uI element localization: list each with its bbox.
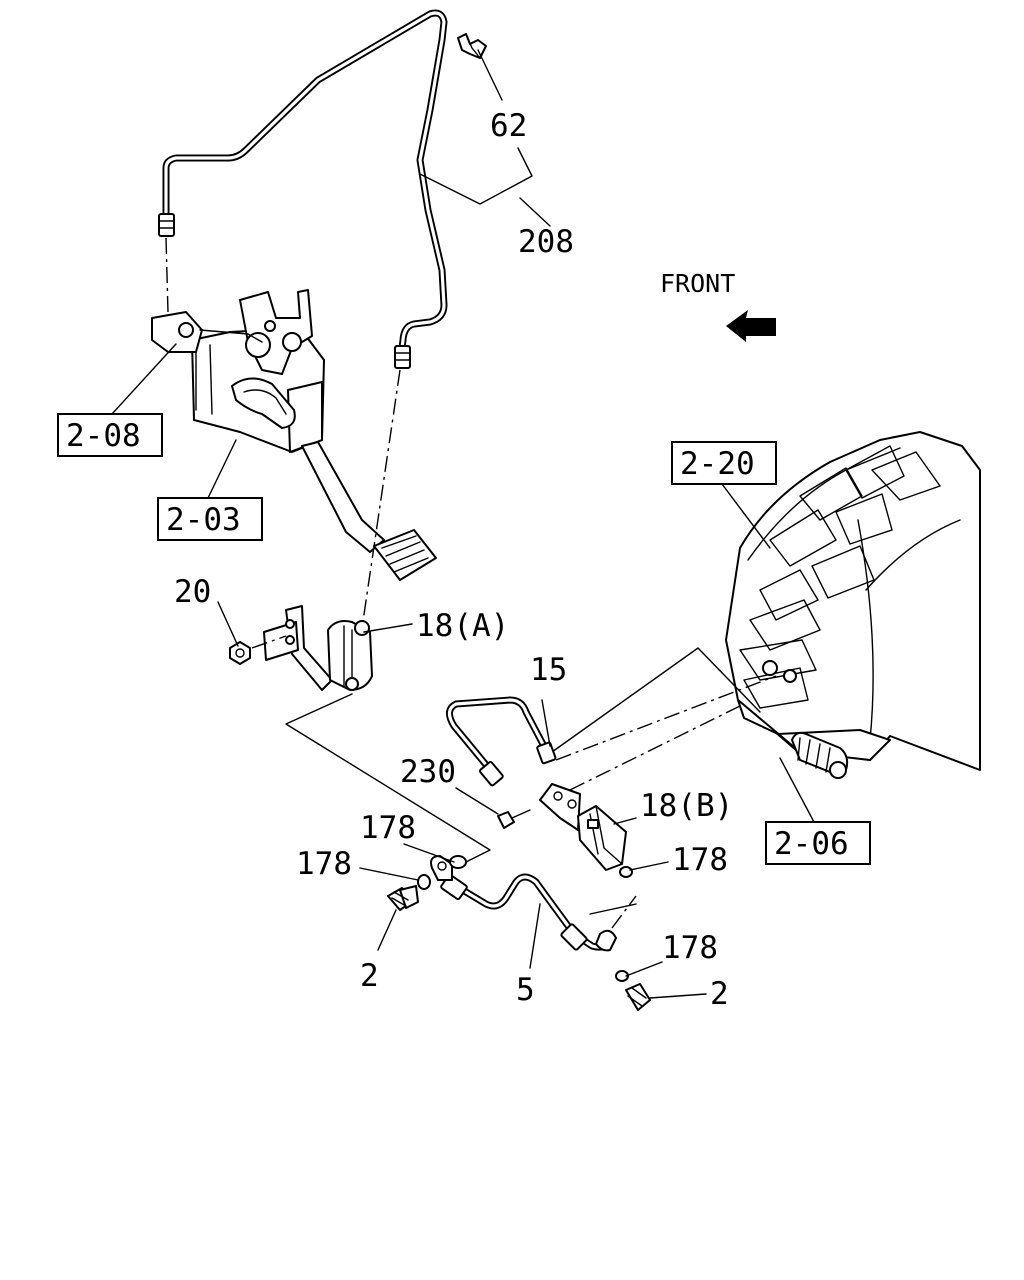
clutch-damper-18b xyxy=(577,805,627,871)
reference-box-2-20: 2-20 xyxy=(671,441,777,485)
callout-15: 15 xyxy=(530,652,567,688)
connect-line-pipe-housing xyxy=(555,675,777,761)
gasket-178-left xyxy=(417,874,431,890)
callout-230: 230 xyxy=(400,754,456,790)
bolt-230 xyxy=(497,809,531,829)
transmission-housing xyxy=(725,431,981,771)
gasket-178-upper xyxy=(449,855,467,869)
union-bolt-2-right xyxy=(625,983,651,1011)
callout-2-left: 2 xyxy=(360,958,379,994)
reference-2-03: 2-03 xyxy=(166,502,241,538)
callout-18a: 18(A) xyxy=(416,608,509,644)
gasket-178-right xyxy=(619,866,633,878)
callout-62: 62 xyxy=(490,108,527,144)
gasket-178-lower xyxy=(615,970,629,982)
master-cylinder-18a xyxy=(263,605,373,691)
front-label: FRONT xyxy=(660,269,735,298)
reference-2-08: 2-08 xyxy=(66,418,141,454)
slave-cylinder xyxy=(791,731,849,779)
front-arrow-icon xyxy=(726,310,776,342)
reference-box-2-08: 2-08 xyxy=(57,413,163,457)
connect-line-18a-to-fitting xyxy=(285,693,491,863)
callout-178-lower: 178 xyxy=(662,930,718,966)
callout-208: 208 xyxy=(518,224,574,260)
callout-labels: 62 208 20 18(A) 15 230 18(B) 178 178 178… xyxy=(174,108,733,1012)
clutch-pipe-5 xyxy=(440,873,617,952)
callout-178-left: 178 xyxy=(296,846,352,882)
connect-line-pipe5-damper-2 xyxy=(589,903,637,915)
connect-line-pipe5-damper xyxy=(611,895,637,929)
reference-2-20: 2-20 xyxy=(680,446,755,482)
reference-box-2-03: 2-03 xyxy=(157,497,263,541)
callout-20: 20 xyxy=(174,574,211,610)
nut-20 xyxy=(229,635,287,665)
callout-178-right: 178 xyxy=(672,842,728,878)
connect-line-master xyxy=(165,237,169,313)
leader-15-housing xyxy=(551,647,761,753)
leader-lines xyxy=(111,49,815,999)
eye-fitting xyxy=(430,855,453,881)
union-bolt-2-left xyxy=(387,885,419,911)
connect-line-bracket-housing xyxy=(569,705,741,791)
callout-2-right: 2 xyxy=(710,976,729,1012)
front-direction-indicator: FRONT xyxy=(660,269,776,342)
reference-box-2-06: 2-06 xyxy=(765,821,871,865)
reference-2-06: 2-06 xyxy=(774,826,849,862)
connect-line-master-pipe xyxy=(361,369,401,629)
callout-178-upper: 178 xyxy=(360,810,416,846)
bracket-18b-mount xyxy=(539,783,581,831)
callout-18b: 18(B) xyxy=(640,788,733,824)
pipe-clip-62 xyxy=(457,33,487,59)
clutch-pipe-15 xyxy=(446,696,557,787)
clutch-pedal-assembly xyxy=(151,289,437,581)
clutch-pipe-208 xyxy=(158,9,448,369)
callout-5: 5 xyxy=(516,972,535,1008)
